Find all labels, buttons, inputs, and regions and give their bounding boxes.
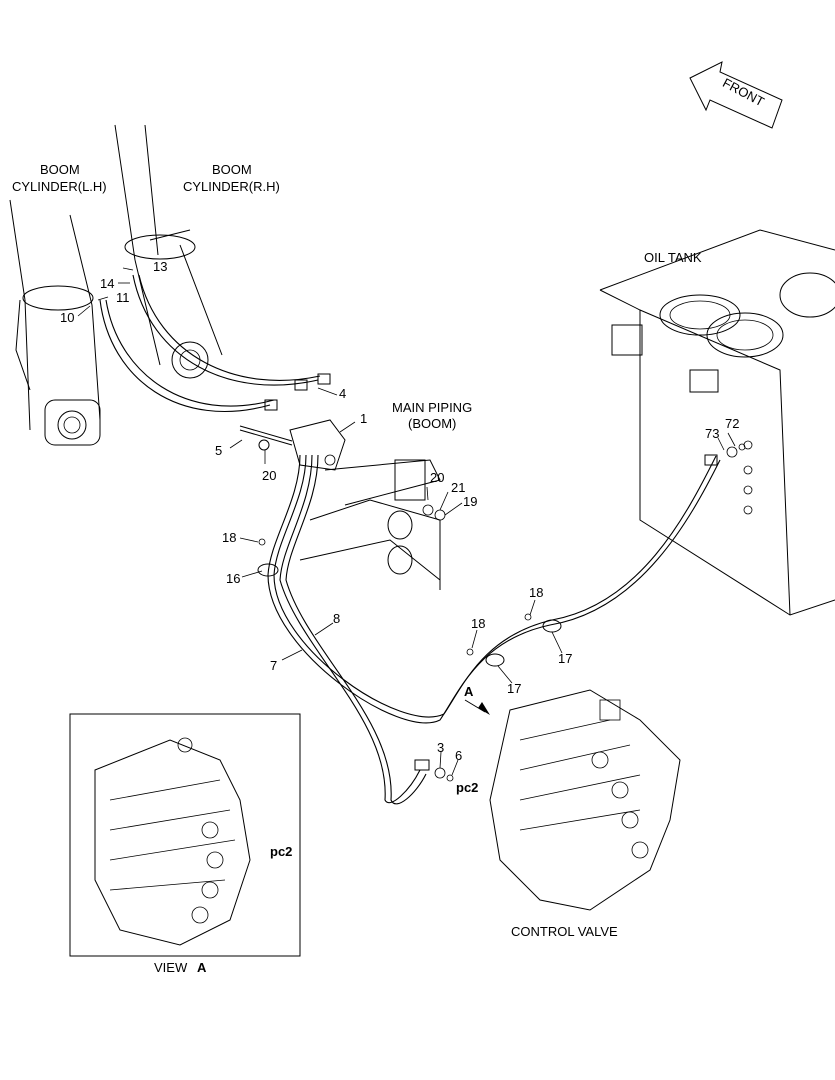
port-pc2-inset: pc2 xyxy=(270,844,292,859)
main-piping-line2: (BOOM) xyxy=(408,416,456,431)
boom-cylinder-rh-drawing xyxy=(114,124,223,379)
fittings xyxy=(264,373,746,782)
main-piping-line1: MAIN PIPING xyxy=(392,400,472,415)
callout-10: 10 xyxy=(60,310,74,325)
arrow-a-label: A xyxy=(464,684,474,699)
callout-11: 11 xyxy=(116,290,130,305)
view-a-inset xyxy=(69,713,301,957)
boom-cyl-lh-line2: CYLINDER(L.H) xyxy=(12,179,107,194)
callout-18a: 18 xyxy=(222,530,236,545)
callout-7: 7 xyxy=(270,658,277,673)
view-arrow-a xyxy=(464,699,490,715)
boom-cyl-rh-line1: BOOM xyxy=(212,162,252,177)
front-arrow-label: FRONT xyxy=(720,75,767,109)
bracket-drawing xyxy=(289,419,346,471)
callout-18b: 18 xyxy=(529,585,543,600)
callout-19: 19 xyxy=(463,494,477,509)
hoses xyxy=(99,274,721,805)
callout-4: 4 xyxy=(339,386,346,401)
boom-cylinder-lh-drawing xyxy=(9,199,101,446)
control-valve-label: CONTROL VALVE xyxy=(511,924,618,939)
callout-72: 72 xyxy=(725,416,739,431)
view-a-letter: A xyxy=(197,960,207,975)
callout-5: 5 xyxy=(215,443,222,458)
callout-16: 16 xyxy=(226,571,240,586)
clamps xyxy=(257,538,562,667)
callout-8: 8 xyxy=(333,611,340,626)
callout-3: 3 xyxy=(437,740,444,755)
callout-21: 21 xyxy=(451,480,465,495)
callout-13: 13 xyxy=(153,259,167,274)
bolt-drawing xyxy=(239,425,293,451)
callout-18c: 18 xyxy=(471,616,485,631)
boom-cyl-lh-line1: BOOM xyxy=(40,162,80,177)
leader-lines xyxy=(77,267,736,776)
oil-tank-label: OIL TANK xyxy=(644,250,702,265)
callout-14: 14 xyxy=(100,276,114,291)
port-pc2-main: pc2 xyxy=(456,780,478,795)
callout-73: 73 xyxy=(705,426,719,441)
control-valve-drawing xyxy=(489,689,681,911)
callout-1: 1 xyxy=(360,411,367,426)
callout-17b: 17 xyxy=(507,681,521,696)
boom-cyl-rh-line2: CYLINDER(R.H) xyxy=(183,179,280,194)
view-a-prefix: VIEW xyxy=(154,960,188,975)
main-piping-drawing xyxy=(299,459,441,590)
callout-17a: 17 xyxy=(558,651,572,666)
callout-20b: 20 xyxy=(430,470,444,485)
callout-6: 6 xyxy=(455,748,462,763)
oil-tank-drawing xyxy=(599,229,835,616)
callout-20a: 20 xyxy=(262,468,276,483)
front-arrow: FRONT xyxy=(689,61,783,129)
